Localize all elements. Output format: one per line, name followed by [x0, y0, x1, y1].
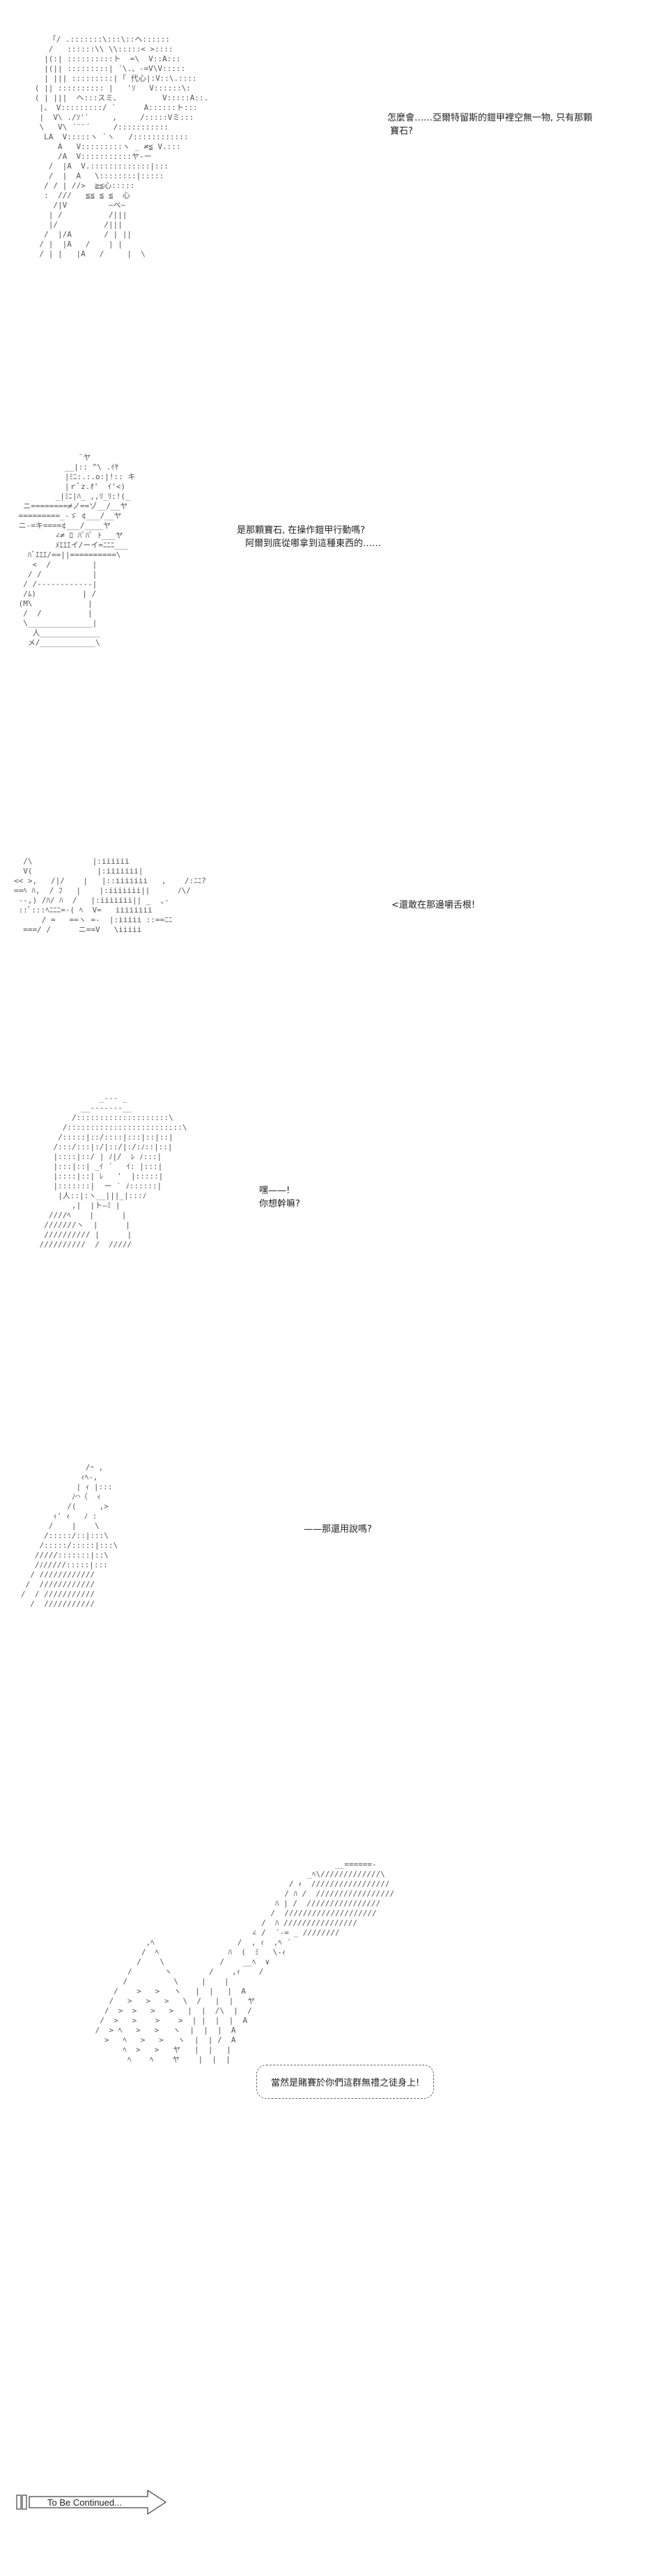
panel-5-ascii-art: /ｰ , ｨﾍ‐, | ｨ |::: ﾉ⌒〈 ｨ /( ,> ｨ' ｨ ﾉ : …	[21, 1463, 118, 1608]
to-be-continued-label: To Be Continued...	[47, 2497, 122, 2508]
panel-3-dialogue: <還敢在那邊嚼舌根!	[391, 899, 475, 912]
dialogue-line: 寶石?	[390, 126, 413, 137]
panel-4-dialogue: 嘿——! 你想幹嘛?	[259, 1184, 300, 1211]
dialogue-line: 怎麼會……亞爾特留斯的鎧甲裡空無一物, 只有那顆	[387, 113, 593, 123]
to-be-continued-arrow: To Be Continued...	[15, 2487, 169, 2520]
panel-3-ascii-art: /\ |:iiiiii V( |:iiiiiii| << >, /|/ | |:…	[14, 857, 206, 934]
panel-1-ascii-art: 「/ .:::::::\:::\::ヘ:::::: / ::::::\\ \\:…	[34, 35, 209, 258]
panel-6: __======- _ﾍ\/////////////\ / ｨ ////////…	[0, 1853, 652, 2382]
panel-4: _-‐- _ __--‐‐‐‐-__ /::::::::::::::::::::…	[0, 1087, 652, 1365]
dialogue-line: 你想幹嘛?	[259, 1199, 300, 1209]
panel-2: ¨ヤ __|:: ^\ .ｲﾔ |ﾐﾆ:.:.o:|!:: キ |ｒﾞz.ｵ' …	[0, 446, 652, 766]
dialogue-line: 阿爾到底從哪拿到這種東西的……	[245, 538, 382, 549]
panel-4-ascii-art: _-‐- _ __--‐‐‐‐-__ /::::::::::::::::::::…	[39, 1094, 187, 1249]
dialogue-line: ——那還用說嗎?	[304, 1524, 372, 1535]
dialogue-line: 是那顆寶石, 在操作鎧甲行動嗎?	[237, 525, 366, 536]
panel-2-ascii-art: ¨ヤ __|:: ^\ .ｲﾔ |ﾐﾆ:.:.o:|!:: キ |ｒﾞz.ｵ' …	[18, 453, 136, 647]
dialogue-line: 當然是賭賽於你們這群無禮之徒身上!	[271, 2078, 420, 2088]
panel-1-dialogue: 怎麼會……亞爾特留斯的鎧甲裡空無一物, 只有那顆 寶石?	[387, 111, 592, 138]
arrow-icon	[16, 2490, 166, 2515]
panel-6-speech-bubble: 當然是賭賽於你們這群無禮之徒身上!	[256, 2065, 435, 2099]
panel-1: 「/ .:::::::\:::\::ヘ:::::: / ::::::\\ \\:…	[0, 28, 652, 362]
panel-3: /\ |:iiiiii V( |:iiiiiii| << >, /|/ | |:…	[0, 850, 652, 1017]
panel-6-ascii-art: __======- _ﾍ\/////////////\ / ｨ ////////…	[95, 1860, 394, 2064]
dialogue-line: 嘿——!	[259, 1186, 290, 1196]
dialogue-line: <還敢在那邊嚼舌根!	[391, 900, 476, 910]
panel-5: /ｰ , ｨﾍ‐, | ｨ |::: ﾉ⌒〈 ｨ /( ,> ｨ' ｨ ﾉ : …	[0, 1449, 652, 1783]
panel-2-dialogue: 是那顆寶石, 在操作鎧甲行動嗎? 阿爾到底從哪拿到這種東西的……	[237, 524, 381, 550]
panel-5-dialogue: ——那還用說嗎?	[304, 1523, 372, 1536]
